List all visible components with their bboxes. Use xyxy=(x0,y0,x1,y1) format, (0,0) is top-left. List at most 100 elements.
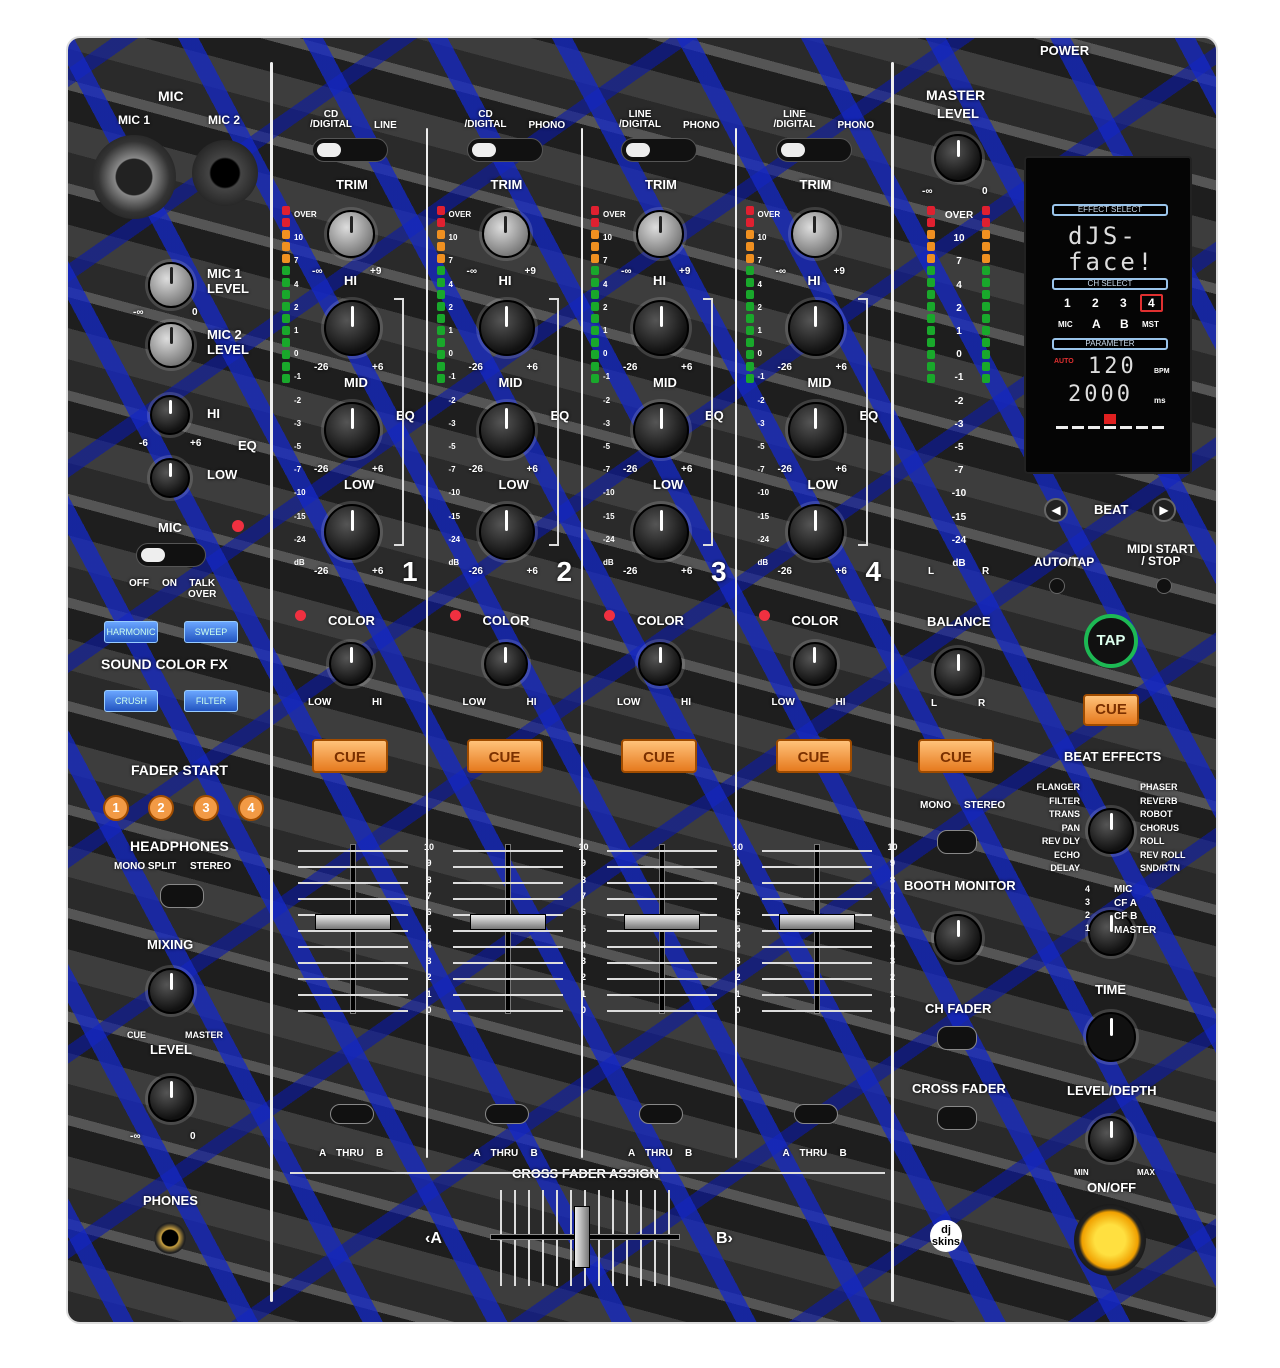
trim-label: TRIM xyxy=(645,177,677,192)
fader-start-3[interactable]: 3 xyxy=(193,795,219,821)
effects-on-off-button[interactable] xyxy=(1074,1204,1146,1276)
crush-button[interactable]: CRUSH xyxy=(104,690,158,712)
low-eq-knob[interactable] xyxy=(478,504,535,560)
channel-level-meter xyxy=(282,206,290,383)
cross-fader-curve-switch[interactable] xyxy=(937,1106,977,1130)
channel-fader[interactable] xyxy=(298,844,408,1014)
fader-tick xyxy=(607,994,717,996)
booth-monitor-knob[interactable] xyxy=(934,914,982,962)
input-select-switch[interactable] xyxy=(312,138,388,162)
trim-knob[interactable] xyxy=(481,210,530,258)
effect-select-knob[interactable] xyxy=(1088,808,1134,854)
hi-eq-knob[interactable] xyxy=(787,300,844,356)
channel-fader[interactable] xyxy=(607,844,717,1014)
channel-fader[interactable] xyxy=(452,844,563,1014)
color-knob[interactable] xyxy=(329,642,373,686)
meter-segment xyxy=(745,350,754,359)
hi-eq-knob[interactable] xyxy=(478,300,535,356)
fader-start-1[interactable]: 1 xyxy=(103,795,129,821)
divider xyxy=(891,62,894,1302)
sweep-button[interactable]: SWEEP xyxy=(184,621,238,643)
channel-cue-button[interactable]: CUE xyxy=(466,739,543,773)
meter-segment xyxy=(591,242,599,251)
channel-select-knob[interactable] xyxy=(1088,910,1134,956)
mixing-knob[interactable] xyxy=(148,968,194,1014)
input-right-label: PHONO xyxy=(528,120,566,131)
meter-scale-label: -3 xyxy=(954,418,964,430)
filter-button[interactable]: FILTER xyxy=(184,690,238,712)
fader-cap[interactable] xyxy=(778,914,855,930)
knob-min: -26 xyxy=(314,566,329,577)
mid-eq-knob[interactable] xyxy=(633,402,689,458)
input-select-switch[interactable] xyxy=(775,138,852,162)
level-depth-knob[interactable] xyxy=(1088,1116,1134,1162)
mic2-level-knob[interactable] xyxy=(148,322,194,368)
hi-eq-knob[interactable] xyxy=(633,300,689,356)
input-select-switch[interactable] xyxy=(466,138,543,162)
fader-cap[interactable] xyxy=(624,914,700,930)
color-knob[interactable] xyxy=(638,642,682,686)
meter-segment xyxy=(982,314,990,323)
master-cue-button[interactable]: CUE xyxy=(918,739,994,773)
mic-low-knob[interactable] xyxy=(150,458,190,498)
input-select-switch[interactable] xyxy=(621,138,697,162)
mic1-xlr-jack[interactable] xyxy=(92,135,176,219)
booth-mono-stereo-switch[interactable] xyxy=(937,830,977,854)
knob-max: MAX xyxy=(1137,1168,1155,1177)
low-eq-knob[interactable] xyxy=(324,504,380,560)
phones-jack[interactable] xyxy=(154,1222,186,1254)
trim-knob[interactable] xyxy=(636,210,684,258)
crossfader-assign-switch[interactable] xyxy=(484,1104,529,1124)
knob-min: -26 xyxy=(623,362,638,373)
tap-button[interactable]: TAP xyxy=(1084,614,1138,668)
channel-fader[interactable] xyxy=(761,844,872,1014)
stereo-label: STEREO xyxy=(190,861,232,872)
crossfader-assign-switch[interactable] xyxy=(793,1104,838,1124)
color-knob[interactable] xyxy=(792,642,837,686)
mic2-level-label: MIC 2 LEVEL xyxy=(207,327,249,357)
fader-start-4[interactable]: 4 xyxy=(238,795,264,821)
mic2-jack[interactable] xyxy=(192,140,258,206)
meter-segment xyxy=(436,314,445,323)
eq-bracket xyxy=(857,298,868,546)
color-knob[interactable] xyxy=(483,642,528,686)
low-eq-knob[interactable] xyxy=(787,504,844,560)
fader-tick xyxy=(452,962,563,964)
low-eq-knob[interactable] xyxy=(633,504,689,560)
headphones-level-knob[interactable] xyxy=(148,1076,194,1122)
hi-eq-knob[interactable] xyxy=(324,300,380,356)
midi-start-stop-button[interactable] xyxy=(1156,578,1172,594)
trim-knob[interactable] xyxy=(790,210,839,258)
trim-knob[interactable] xyxy=(327,210,375,258)
beat-right-button[interactable]: ▶ xyxy=(1152,498,1176,522)
meter-segment xyxy=(927,254,935,263)
mid-eq-knob[interactable] xyxy=(478,402,535,458)
balance-knob[interactable] xyxy=(934,648,982,696)
harmonic-button[interactable]: HARMONIC xyxy=(104,621,158,643)
ch-fader-curve-switch[interactable] xyxy=(937,1026,977,1050)
mid-eq-knob[interactable] xyxy=(324,402,380,458)
mono-split-switch[interactable] xyxy=(160,884,204,908)
auto-tap-button[interactable] xyxy=(1049,578,1065,594)
crossfader-handle[interactable] xyxy=(574,1206,590,1268)
channel-cue-button[interactable]: CUE xyxy=(621,739,697,773)
channel-cue-button[interactable]: CUE xyxy=(775,739,852,773)
master-level-knob[interactable] xyxy=(934,134,982,182)
knob-max: +6 xyxy=(372,464,384,475)
fader-cap[interactable] xyxy=(315,914,391,930)
mic-on-off-switch[interactable] xyxy=(136,543,206,567)
mic-hi-knob[interactable] xyxy=(150,395,190,435)
effects-cue-button[interactable]: CUE xyxy=(1083,694,1139,726)
time-knob[interactable] xyxy=(1086,1012,1136,1062)
color-led xyxy=(604,610,615,621)
mid-eq-knob[interactable] xyxy=(787,402,844,458)
beat-left-button[interactable]: ◀ xyxy=(1044,498,1068,522)
fader-scale-label: 3 xyxy=(580,956,586,967)
fader-cap[interactable] xyxy=(469,914,546,930)
fader-start-2[interactable]: 2 xyxy=(148,795,174,821)
crossfader-assign-switch[interactable] xyxy=(639,1104,683,1124)
channel-cue-button[interactable]: CUE xyxy=(312,739,388,773)
meter-scale-label: 1 xyxy=(603,326,608,335)
mic1-level-knob[interactable] xyxy=(148,262,194,308)
crossfader-assign-switch[interactable] xyxy=(330,1104,374,1124)
